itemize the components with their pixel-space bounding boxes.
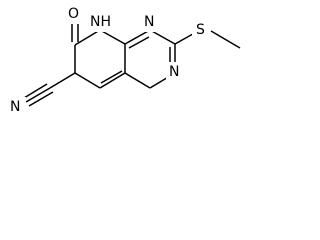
bond-s-methyl xyxy=(210,30,241,49)
bond-cn-triple-1 xyxy=(25,87,51,103)
bond-c6-cn xyxy=(49,72,76,89)
bond-c1-c2 xyxy=(74,29,101,46)
oxygen-label: O xyxy=(68,6,79,22)
bond-c2-c3 xyxy=(99,29,126,45)
bond-c4-c5 xyxy=(99,72,126,89)
n-upper-label: N xyxy=(144,14,154,30)
bond-c7-n8-double xyxy=(128,36,150,49)
nitrile-n-label: N xyxy=(10,99,20,115)
bond-cn-triple-2 xyxy=(23,83,48,99)
nitrile-n-label-bg xyxy=(6,97,26,117)
bond-cn-triple-3 xyxy=(28,91,54,107)
sulfur-label: S xyxy=(196,22,205,38)
sulfur-label-bg xyxy=(192,20,210,40)
bond-c5-c6 xyxy=(74,72,101,89)
bond-c11-c12 xyxy=(124,72,151,89)
bond-c4-c5-double xyxy=(100,70,123,84)
oxygen-label-bg xyxy=(62,4,88,24)
n-lower-label: N xyxy=(169,64,179,80)
bond-n8-c9 xyxy=(149,29,176,45)
n-lower-label-bg xyxy=(166,62,184,82)
chemical-structure: O NH N N S N xyxy=(6,4,241,117)
nh-label: NH xyxy=(90,14,111,30)
bond-c7-n8 xyxy=(124,29,151,45)
nh-label-bg xyxy=(88,12,116,32)
bond-layer xyxy=(23,22,241,107)
n-upper-label-bg xyxy=(141,12,159,32)
